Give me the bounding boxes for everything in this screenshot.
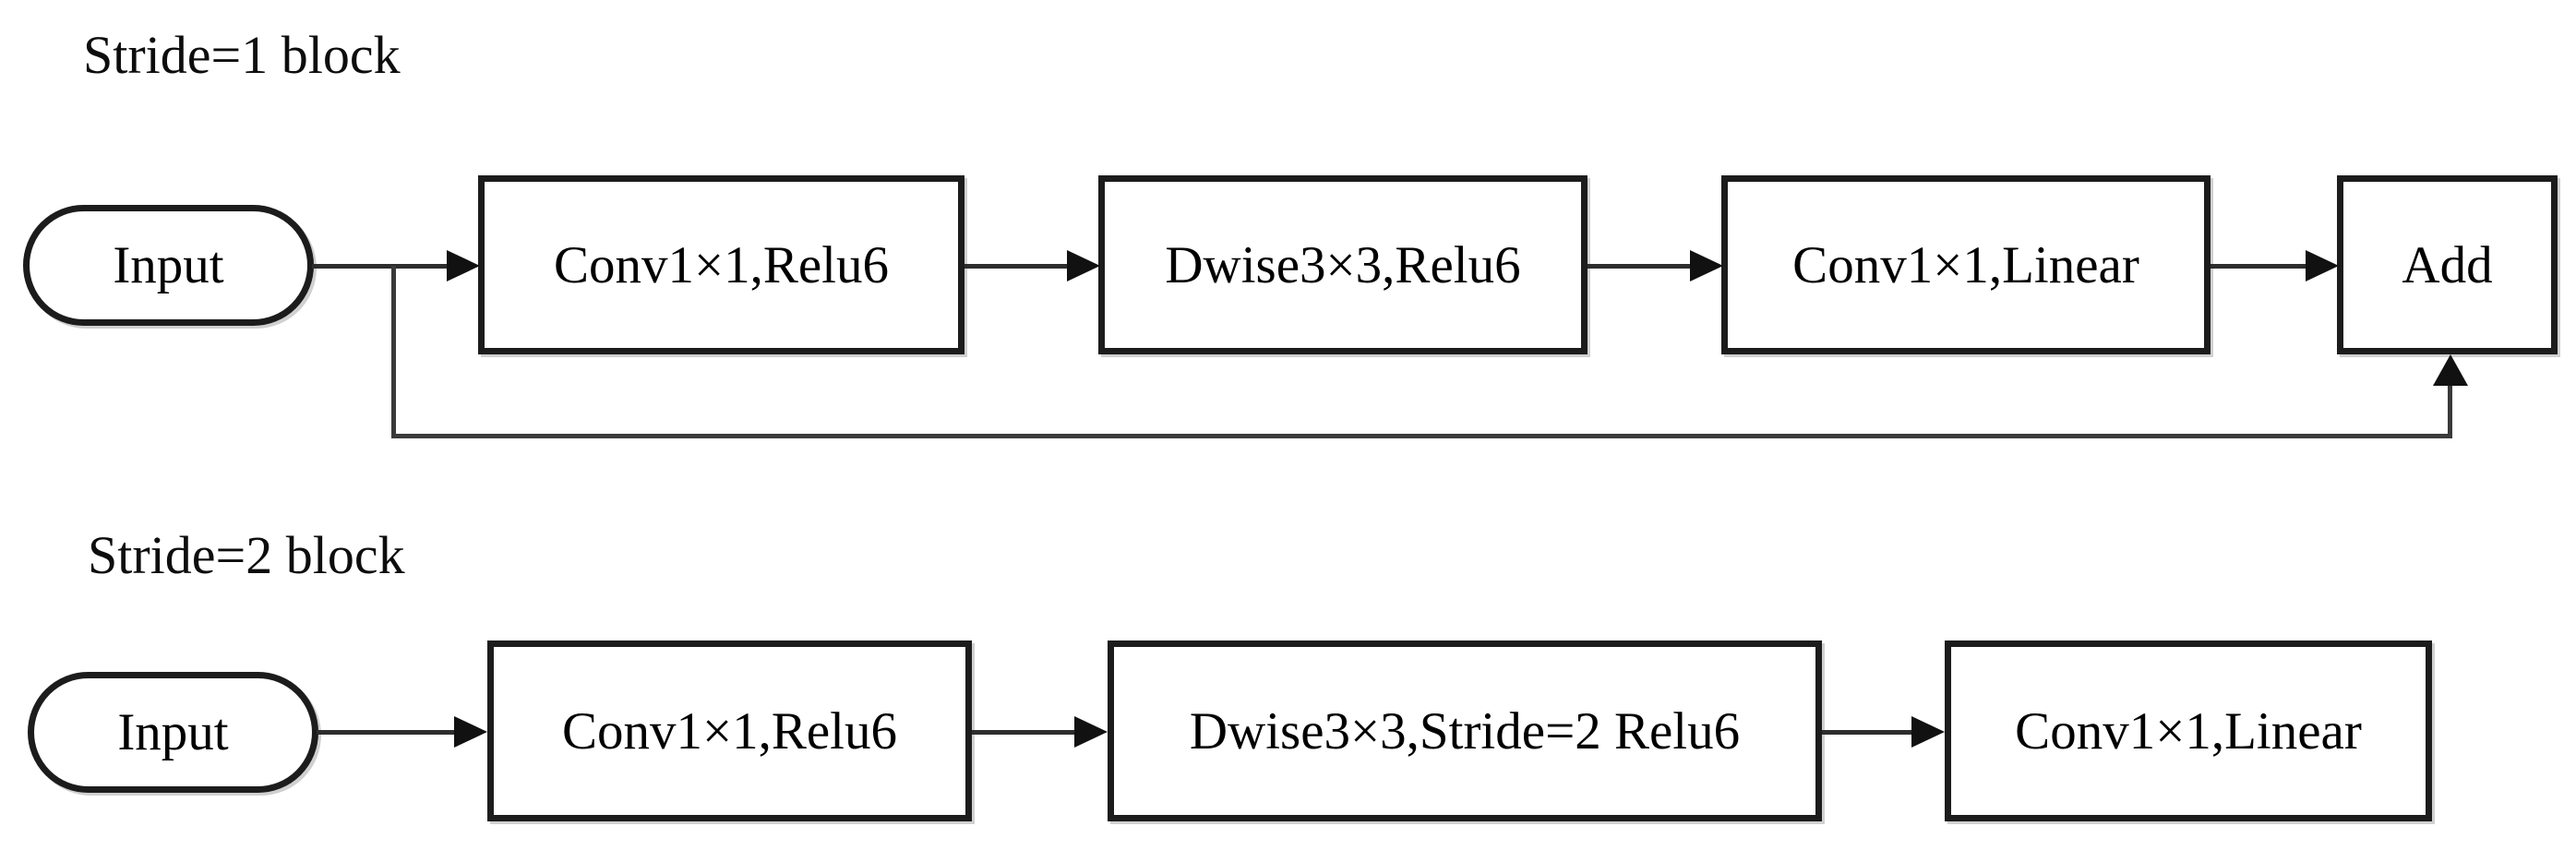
skip-connection-down-segment [391, 266, 396, 438]
stride1-input-label: Input [113, 236, 224, 294]
stride1-input-terminator: Input [23, 205, 314, 326]
stride1-add-box: Add [2337, 175, 2558, 354]
connector-linear-to-add [2211, 264, 2307, 269]
arrowhead-right-icon [1074, 716, 1108, 748]
arrowhead-right-icon [447, 250, 480, 281]
connector-conv-to-dwise-2 [972, 730, 1078, 735]
stride1-conv1x1-linear-label: Conv1×1,Linear [1792, 235, 2139, 294]
stride1-add-label: Add [2402, 235, 2493, 294]
connector-input-to-conv-2 [317, 730, 457, 735]
stride1-dwise3x3-relu6-label: Dwise3×3,Relu6 [1165, 235, 1521, 294]
skip-connection-horizontal-segment [391, 434, 2452, 438]
stride2-conv1x1-linear-box: Conv1×1,Linear [1945, 640, 2432, 821]
stride2-conv1x1-relu6-label: Conv1×1,Relu6 [561, 701, 898, 760]
connector-dwise-to-linear [1588, 264, 1694, 269]
stride2-conv1x1-relu6-box: Conv1×1,Relu6 [487, 640, 972, 821]
stride2-input-terminator: Input [28, 672, 318, 793]
stride1-conv1x1-linear-box: Conv1×1,Linear [1721, 175, 2211, 354]
arrowhead-right-icon [454, 716, 487, 748]
stride1-conv1x1-relu6-label: Conv1×1,Relu6 [553, 235, 890, 294]
arrowhead-right-icon [1690, 250, 1723, 281]
arrowhead-right-icon [1911, 716, 1945, 748]
stride2-input-label: Input [117, 703, 229, 761]
skip-connection-up-segment [2448, 380, 2452, 438]
stride1-conv1x1-relu6-box: Conv1×1,Relu6 [478, 175, 965, 354]
connector-dwise-to-linear-2 [1822, 730, 1914, 735]
stride2-conv1x1-linear-label: Conv1×1,Linear [2015, 701, 2362, 760]
stride1-dwise3x3-relu6-box: Dwise3×3,Relu6 [1098, 175, 1588, 354]
arrowhead-right-icon [2306, 250, 2339, 281]
connector-conv-to-dwise [965, 264, 1071, 269]
connector-input-to-conv [312, 264, 450, 269]
arrowhead-up-icon [2433, 354, 2468, 386]
stride2-block-title: Stride=2 block [88, 525, 405, 585]
stride2-dwise3x3-stride2-relu6-box: Dwise3×3,Stride=2 Relu6 [1108, 640, 1822, 821]
arrowhead-right-icon [1067, 250, 1100, 281]
stride2-dwise3x3-stride2-relu6-label: Dwise3×3,Stride=2 Relu6 [1189, 701, 1741, 760]
stride1-block-title: Stride=1 block [83, 25, 401, 85]
